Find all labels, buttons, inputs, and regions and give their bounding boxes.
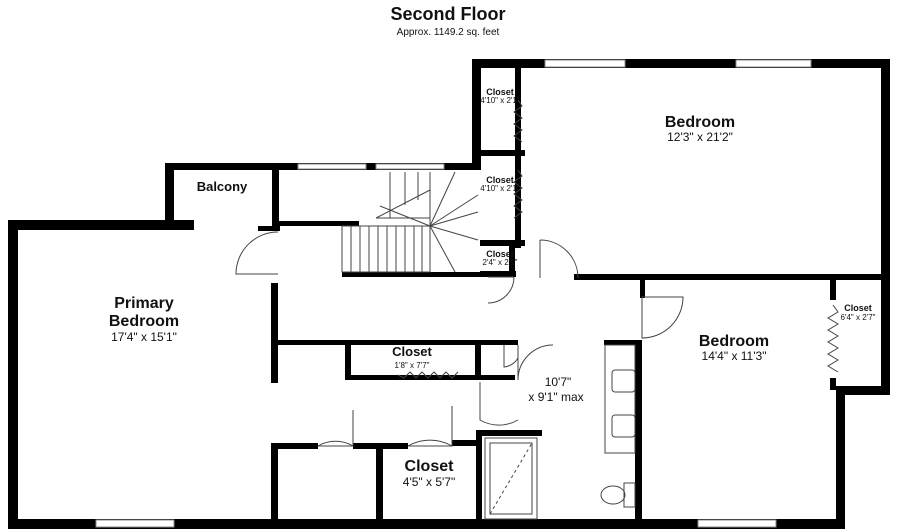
closet-top-1-name: Closet xyxy=(486,87,514,97)
closet-hall-dims: 1'8" x 7'7" xyxy=(395,361,430,370)
closet-small-name: Closet xyxy=(486,249,514,259)
closet-small-dims: 2'4" x 2'1" xyxy=(483,258,518,267)
primary-bedroom-name-2: Bedroom xyxy=(109,313,179,330)
plan-title: Second Floor xyxy=(390,4,505,24)
bedroom-right-name: Bedroom xyxy=(699,333,769,350)
bath-dims-1: 10'7" xyxy=(545,375,572,389)
interior-walls xyxy=(258,68,890,528)
closet-top-1-dims: 4'10" x 2'1" xyxy=(480,96,520,105)
balcony-name: Balcony xyxy=(197,179,248,194)
closet-hall-name: Closet xyxy=(392,344,432,359)
plan-subtitle: Approx. 1149.2 sq. feet xyxy=(397,27,500,38)
bedroom-top-name: Bedroom xyxy=(665,114,735,131)
bedroom-top-dims: 12'3" x 21'2" xyxy=(667,130,733,144)
closet-top-2-dims: 4'10" x 2'1" xyxy=(480,184,520,193)
room-labels: Bedroom 12'3" x 21'2" Closet 4'10" x 2'1… xyxy=(109,87,876,489)
primary-bedroom-dims: 17'4" x 15'1" xyxy=(111,330,177,344)
closet-right-dims: 6'4" x 2'7" xyxy=(841,313,876,322)
windows xyxy=(95,59,812,528)
bath-dims-2: x 9'1" max xyxy=(528,390,583,404)
primary-bedroom-name-1: Primary xyxy=(114,295,174,312)
closet-bottom-name: Closet xyxy=(405,458,455,475)
bedroom-right-dims: 14'4" x 11'3" xyxy=(702,349,767,363)
closet-bottom-dims: 4'5" x 5'7" xyxy=(403,475,455,489)
closet-top-2-name: Closet xyxy=(486,175,514,185)
fixture-lines xyxy=(235,99,839,520)
closet-right-name: Closet xyxy=(844,303,872,313)
